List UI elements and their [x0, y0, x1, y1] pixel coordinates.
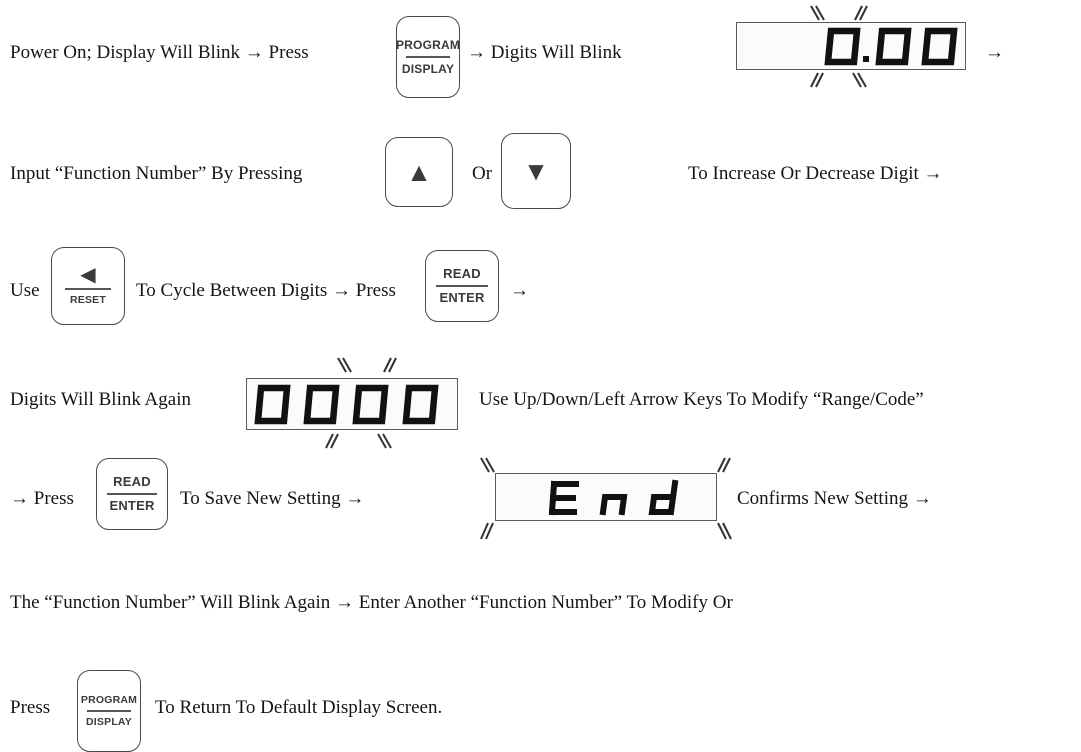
down-arrow-icon: ▼ [523, 156, 549, 186]
line2-text-b: Or [472, 163, 493, 184]
reset-label: RESET [69, 293, 106, 306]
up-arrow-icon: ▲ [406, 157, 432, 187]
blink-marks-top-2 [337, 357, 397, 373]
line7-text-b: To Return To Default Display Screen. [155, 697, 443, 718]
read-enter-key-1[interactable]: READ ENTER [425, 250, 499, 322]
blink-marks-bottom-3 [480, 522, 732, 540]
read-enter-key-2[interactable]: READ ENTER [96, 458, 168, 530]
blink-marks-top-3 [480, 457, 731, 473]
read-label: READ [113, 474, 151, 490]
key-divider [106, 493, 158, 495]
lcd-digits-first [824, 27, 958, 66]
read-label: READ [443, 266, 481, 282]
line6-text: The “Function Number” Will Blink Again →… [10, 592, 733, 613]
lcd-display-third [495, 473, 717, 521]
key-divider [405, 56, 451, 58]
lcd-digit-0 [254, 384, 291, 425]
line3-text-c: → [510, 280, 529, 301]
lcd-digit-0 [875, 27, 912, 66]
lcd-display-first [736, 22, 966, 70]
lcd-digit-0 [921, 27, 958, 66]
line5-text-c: Confirms New Setting → [737, 488, 932, 509]
program-display-key-1[interactable]: PROGRAM DISPLAY [396, 16, 460, 98]
lcd-digits-second [254, 384, 439, 425]
lcd-digit-0 [402, 384, 439, 425]
program-display-key-2[interactable]: PROGRAM DISPLAY [77, 670, 141, 752]
lcd-display-second [246, 378, 458, 430]
blink-marks-bottom-2 [325, 433, 392, 449]
enter-label: ENTER [439, 289, 485, 305]
lcd-char-d [648, 479, 679, 516]
line7-text-a: Press [10, 697, 51, 718]
line4-text-a: Digits Will Blink Again [10, 389, 191, 410]
lcd-digit-0 [824, 27, 861, 66]
lcd-decimal-point [863, 56, 869, 62]
display-label: DISPLAY [401, 61, 455, 76]
program-label: PROGRAM [80, 694, 138, 707]
blink-marks-top-1 [810, 5, 868, 21]
line1-text-a: Power On; Display Will Blink → Press [10, 42, 309, 63]
left-reset-key[interactable]: ◀ RESET [51, 247, 125, 325]
lcd-char-E [548, 480, 579, 516]
lcd-char-n [599, 494, 628, 516]
key-divider [436, 285, 488, 287]
up-arrow-key[interactable]: ▲ [385, 137, 453, 207]
line5-text-a: → Press [10, 488, 74, 509]
key-divider [86, 710, 132, 712]
lcd-digit-0 [352, 384, 389, 425]
line1-text-c: → [985, 42, 1004, 63]
line3-text-a: Use [10, 280, 40, 301]
down-arrow-key[interactable]: ▼ [501, 133, 571, 209]
lcd-digits-third [548, 479, 679, 516]
left-arrow-icon: ◀ [80, 264, 96, 287]
line5-text-b: To Save New Setting → [180, 488, 365, 509]
enter-label: ENTER [109, 497, 155, 513]
line3-text-b: To Cycle Between Digits → Press [136, 280, 396, 301]
program-label: PROGRAM [395, 38, 461, 53]
blink-marks-bottom-1 [810, 72, 867, 88]
line2-text-a: Input “Function Number” By Pressing [10, 163, 303, 184]
lcd-digit-0 [303, 384, 340, 425]
line4-text-b: Use Up/Down/Left Arrow Keys To Modify “R… [479, 389, 924, 410]
line1-text-b: → Digits Will Blink [467, 42, 622, 63]
display-label: DISPLAY [86, 715, 132, 728]
line2-text-c: To Increase Or Decrease Digit → [688, 163, 943, 184]
key-divider [64, 288, 112, 290]
